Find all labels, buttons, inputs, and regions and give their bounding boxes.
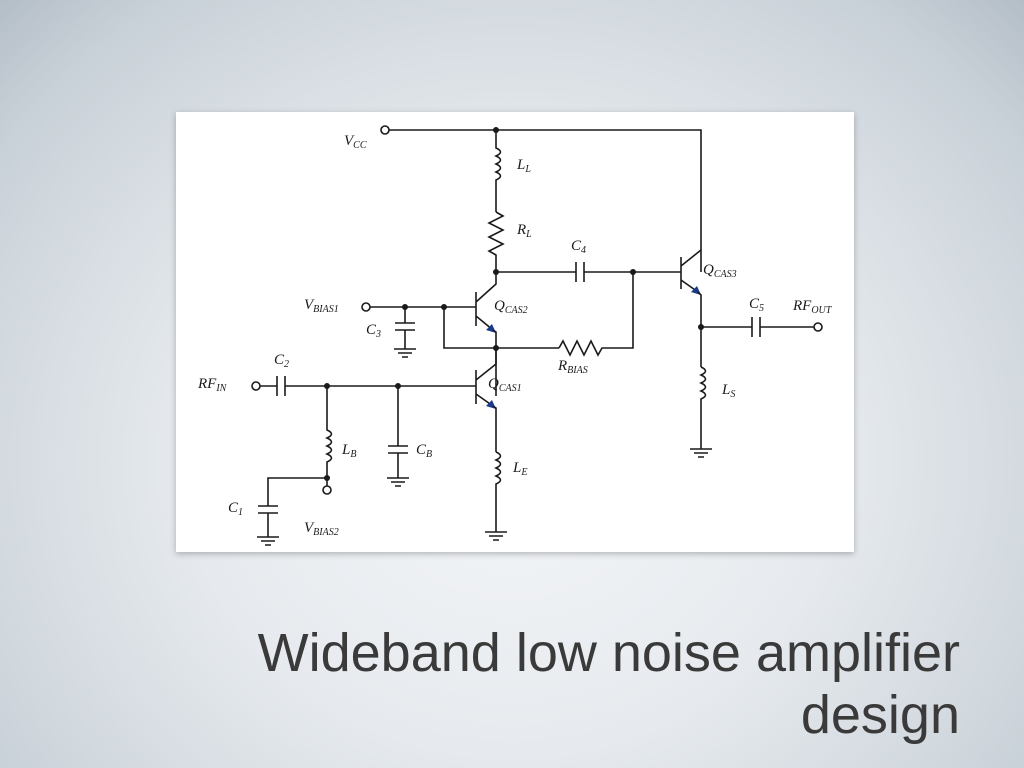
cb-capacitor [387,386,409,487]
vcc-terminal [380,125,390,135]
c1-label: C1 [228,500,243,518]
lb-inductor [325,386,333,478]
slide-title-line-1: Wideband low noise amplifier [257,623,960,683]
rl-label: RL [516,222,532,240]
c3-capacitor [394,307,416,358]
rl-resistor [487,211,505,272]
vbias2-label: VBIAS2 [304,520,339,538]
qcas1-label: QCAS1 [488,376,522,394]
lna-schematic: VCC LL RL C4 QCAS3 VBIAS1 QCAS2 C3 C5 RF… [197,125,833,546]
qcas3-transistor [633,249,702,293]
le-inductor-ground [485,451,507,541]
qcas3-emitter-wire [697,291,702,367]
lb-label: LB [341,442,356,460]
slide-title-line-2: design [800,685,960,745]
qcas3-label: QCAS3 [703,262,737,280]
qcas2-transistor [475,272,497,331]
c5-capacitor [701,317,814,337]
slide-title: Wideband low noise amplifier design [200,622,960,746]
c4-capacitor [496,262,633,282]
cb-label: CB [416,442,432,460]
vcc-label: VCC [344,133,367,151]
rbias-label: RBIAS [557,358,588,376]
le-label: LE [512,460,527,478]
rfout-terminal [813,322,823,332]
c1-capacitor [257,477,327,546]
rbias-resistor [558,272,634,357]
rbias-left-wire [443,307,559,349]
vbias2-terminal [322,485,332,495]
ls-label: LS [721,382,735,400]
vcc-rail-wire [389,129,702,272]
rfin-label: RFIN [197,376,228,394]
c5-label: C5 [749,296,764,314]
ll-inductor [494,130,502,212]
circuit-diagram-card: VCC LL RL C4 QCAS3 VBIAS1 QCAS2 C3 C5 RF… [176,112,854,552]
qcas1-emitter-wire [492,405,497,452]
rfout-label: RFOUT [792,298,833,316]
c2-capacitor [260,376,476,396]
ls-inductor-ground [690,366,712,458]
vbias1-label: VBIAS1 [304,297,339,315]
qcas2-label: QCAS2 [494,298,528,316]
c3-label: C3 [366,322,381,340]
qcas2-to-qcas1-wire [492,329,497,396]
c4-label: C4 [571,238,586,256]
c2-label: C2 [274,352,289,370]
rfin-terminal [251,381,261,391]
vbias1-terminal [361,302,371,312]
ll-label: LL [516,157,531,175]
